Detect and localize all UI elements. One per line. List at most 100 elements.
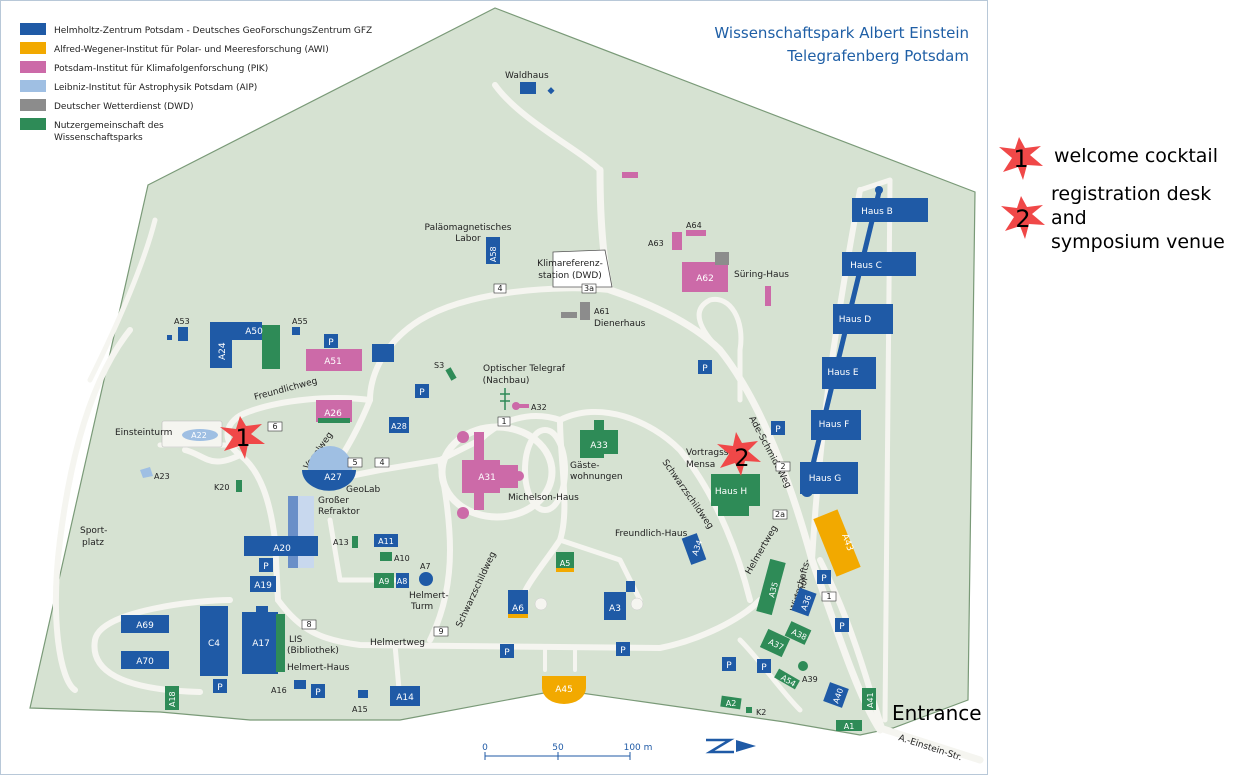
building-a22 [182, 429, 218, 441]
label-a24: A24 [218, 342, 228, 360]
label-a45: A45 [555, 685, 573, 695]
building-a50-green [262, 325, 280, 369]
parking-c4-label: P [217, 683, 223, 693]
label-gaeste-2: wohnungen [570, 472, 623, 482]
label-a70: A70 [136, 657, 154, 667]
scale-label-50: 50 [552, 743, 564, 753]
building-a26-green [318, 418, 350, 423]
label-helmertturm-1: Helmert- [409, 591, 449, 601]
building-a69 [121, 615, 169, 633]
annotation-star-2 [1001, 196, 1045, 239]
building-waldhaus-small [547, 87, 555, 95]
gate-8 [301, 619, 317, 630]
label-a1: A1 [844, 722, 855, 731]
parking-a36 [817, 570, 831, 584]
label-haus-b: Haus B [861, 207, 893, 217]
gate-9 [433, 626, 449, 637]
star-marker-1 [220, 416, 265, 459]
label-haus-d: Haus D [839, 315, 872, 325]
legend-swatch-nutzer [20, 118, 46, 130]
legend-label-pik: Potsdam-Institut für Klimafolgenforschun… [54, 64, 268, 74]
label-a9: A9 [379, 577, 390, 586]
building-a24-a50 [210, 322, 262, 368]
parking-helmertweg-2 [616, 642, 630, 656]
building-a61-b [580, 302, 590, 320]
building-a16 [294, 680, 306, 689]
gate-1-small-label: 1 [501, 417, 506, 426]
star-marker-2 [717, 432, 761, 476]
building-pik-suering-small [765, 286, 771, 306]
label-klima-2: station (DWD) [538, 271, 602, 281]
label-a41: A41 [866, 692, 875, 708]
label-a63: A63 [648, 239, 664, 248]
label-palaeo-2: Labor [455, 234, 481, 244]
parking-helmertweg-1-label: P [504, 648, 510, 658]
label-a13: A13 [333, 538, 349, 547]
label-a53: A53 [174, 317, 190, 326]
building-a14 [390, 686, 420, 706]
legend-label-dwd: Deutscher Wetterdienst (DWD) [54, 102, 194, 112]
label-a5: A5 [560, 559, 571, 568]
parking-a38 [835, 618, 849, 632]
building-a62-dwd [715, 252, 729, 265]
label-haus-e: Haus E [827, 368, 859, 378]
building-k2 [746, 707, 752, 713]
annotation-registration-line1: registration desk [1051, 183, 1211, 205]
building-a10 [380, 552, 392, 561]
entrance-label: Entrance [892, 701, 982, 725]
building-haus-e [822, 357, 876, 389]
label-a10: A10 [394, 554, 410, 563]
building-a33 [580, 420, 618, 458]
parking-a16 [311, 684, 325, 698]
building-a31 [462, 432, 518, 510]
gate-2a-label: 2a [775, 510, 785, 519]
label-a17: A17 [252, 639, 270, 649]
building-a9 [374, 573, 394, 588]
north-arrow-icon [705, 738, 756, 754]
label-optisch-2: (Nachbau) [483, 376, 530, 386]
building-a5 [556, 552, 574, 572]
label-helmerthaus: Helmert-Haus [287, 663, 350, 673]
building-a36 [791, 587, 817, 617]
label-gaeste-1: Gäste- [570, 461, 600, 471]
building-a55 [292, 327, 300, 335]
parking-a28-label: P [419, 388, 425, 398]
annotation-registration-line3: symposium venue [1051, 231, 1225, 253]
building-a28 [389, 417, 409, 433]
building-a6 [508, 590, 528, 618]
label-klima-1: Klimareferenz- [537, 259, 603, 269]
building-a31-dome-2 [457, 507, 469, 519]
label-a32: A32 [531, 403, 547, 412]
label-haus-g: Haus G [809, 474, 842, 484]
dome-a6 [534, 597, 548, 611]
building-a53 [178, 327, 188, 341]
label-lis-1: LIS [289, 635, 303, 645]
annotation-registration-line2: and [1051, 207, 1087, 229]
parking-freundlichweg-east-label: P [702, 364, 708, 374]
building-a45 [542, 676, 586, 704]
building-a31-dome-1 [457, 431, 469, 443]
legend-swatch-awi [20, 42, 46, 54]
building-haus-h [711, 474, 760, 516]
building-a3-annex [626, 581, 635, 592]
gate-7-label: 6 [272, 422, 277, 431]
parking-a51 [324, 334, 338, 348]
building-a26 [316, 400, 352, 422]
gate-4-label: 4 [497, 284, 502, 293]
label-a6: A6 [512, 604, 524, 614]
building-a62 [682, 262, 728, 292]
label-vortrag: Vortragssaal [686, 448, 742, 458]
building-a8 [396, 573, 409, 588]
dome-a3 [630, 597, 644, 611]
building-a31-dome-3 [514, 471, 524, 481]
label-c4: C4 [208, 639, 220, 649]
gate-3a [581, 283, 597, 294]
label-a22: A22 [191, 431, 207, 440]
label-a50: A50 [245, 327, 263, 337]
parking-freundlichweg-east [698, 360, 712, 374]
building-a7 [419, 572, 433, 586]
building-a37 [759, 628, 791, 658]
building-refraktor-shade [298, 496, 314, 568]
parking-a20-label: P [263, 562, 269, 572]
label-einsteinturm: Einsteinturm [115, 428, 172, 438]
